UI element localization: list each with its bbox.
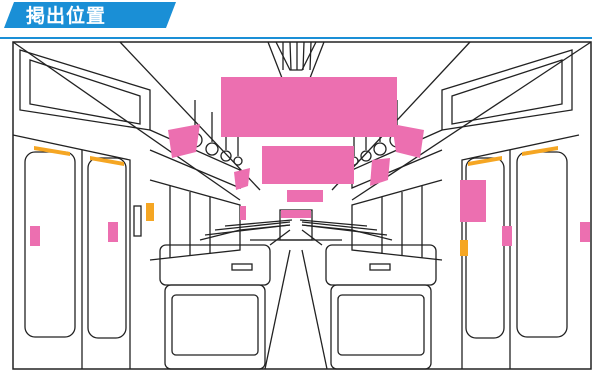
panel-accent-right (460, 240, 468, 256)
door-sticker-left-2 (108, 222, 118, 242)
door-sticker-left-1 (30, 226, 40, 246)
door-top-accent-left-1 (34, 146, 70, 156)
hanging-ad-large (221, 77, 397, 137)
train-interior-illustration (0, 40, 592, 371)
hanging-ad-middle (262, 146, 354, 184)
train-interior-drawing (12, 41, 592, 370)
heading-background (4, 2, 176, 28)
door-top-accent-left-2 (90, 156, 124, 166)
door-sticker-right-2 (580, 222, 590, 242)
door-top-accent-right-1 (522, 146, 558, 156)
side-ad-left-2 (234, 168, 250, 190)
heading-label: 掲出位置 (26, 5, 107, 27)
heading-underline-graphic (0, 2, 592, 39)
hanging-ad-farthest (281, 210, 311, 218)
wall-ad-right (460, 180, 486, 222)
side-ad-right-2 (370, 158, 390, 186)
side-ad-left-1 (168, 124, 200, 158)
side-ad-right-1 (392, 124, 424, 158)
door-sticker-right-1 (502, 226, 512, 246)
hanging-ad-far (287, 190, 323, 202)
wall-ad-left-small (240, 206, 246, 220)
section-heading: 掲出位置 (0, 0, 592, 40)
door-top-accent-right-2 (468, 156, 502, 166)
panel-accent-left (146, 203, 154, 221)
